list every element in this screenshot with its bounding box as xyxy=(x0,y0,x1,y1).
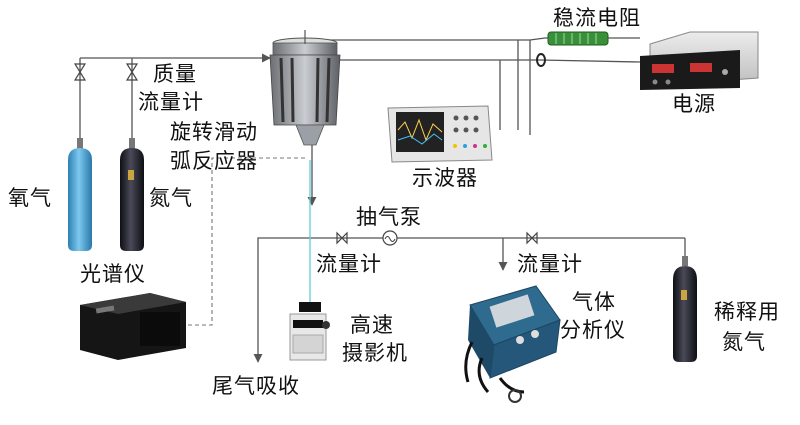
valve-nitrogen xyxy=(125,63,139,81)
oscilloscope-label: 示波器 xyxy=(412,166,478,190)
oxygen-cylinder xyxy=(68,138,92,251)
mass-flow-meter-label-line1: 质量 xyxy=(153,62,197,86)
oscilloscope xyxy=(387,105,493,163)
gas-analyzer xyxy=(464,285,561,403)
exhaust-label: 尾气吸收 xyxy=(212,374,300,398)
spectrometer-fiber xyxy=(186,157,305,326)
camera-label-line1: 高速 xyxy=(350,313,394,337)
reactor-label-line1: 旋转滑动 xyxy=(170,120,258,144)
oxygen-label: 氧气 xyxy=(8,186,52,210)
reactor xyxy=(269,30,341,146)
power-supply-label: 电源 xyxy=(672,92,716,116)
flow-meter-left-label: 流量计 xyxy=(316,252,382,276)
gas-analyzer-label-line2: 分析仪 xyxy=(560,318,626,342)
pump-label: 抽气泵 xyxy=(356,205,422,229)
dilution-nitrogen-cylinder xyxy=(673,256,697,362)
valve-oxygen xyxy=(73,63,87,81)
nitrogen-label: 氮气 xyxy=(149,186,193,210)
power-wire xyxy=(330,59,641,63)
flow-meter-right-label: 流量计 xyxy=(517,252,583,276)
resistor xyxy=(547,31,609,46)
resistor-label: 稳流电阻 xyxy=(553,6,641,30)
mass-flow-meter-label-line2: 流量计 xyxy=(138,90,204,114)
gas-lines xyxy=(79,37,686,363)
camera-label-line2: 摄影机 xyxy=(342,341,408,365)
exhaust-line xyxy=(253,237,685,363)
high-speed-camera xyxy=(289,302,330,361)
nitrogen-cylinder xyxy=(120,138,144,251)
spectrometer-label: 光谱仪 xyxy=(80,262,146,286)
valve-flow-left xyxy=(336,231,348,245)
current-probe-icon xyxy=(536,53,546,67)
reactor-label-line2: 弧反应器 xyxy=(170,149,258,173)
spectrometer xyxy=(80,293,186,360)
valve-flow-right xyxy=(526,231,538,245)
gas-analyzer-label-line1: 气体 xyxy=(572,290,616,314)
dilution-nitrogen-label-line2: 氮气 xyxy=(722,330,766,354)
power-supply xyxy=(640,31,759,90)
dilution-nitrogen-label-line1: 稀释用 xyxy=(714,300,780,324)
pump-icon xyxy=(382,230,398,246)
